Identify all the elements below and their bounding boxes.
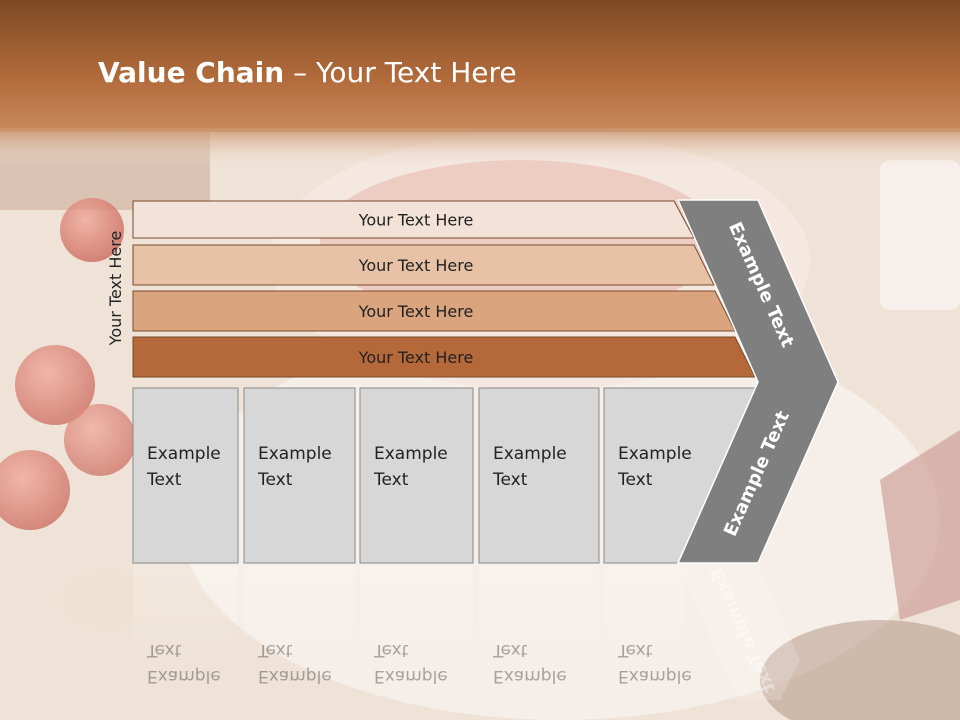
column-reflection-line2-5: Text	[617, 640, 653, 660]
band-label-1: Your Text Here	[358, 211, 474, 230]
title-bold: Value Chain	[98, 56, 285, 89]
title-rest: – Your Text Here	[284, 56, 517, 89]
column-reflection-line2-1: Text	[146, 640, 182, 660]
column-label-line2-2: Text	[257, 470, 293, 490]
column-reflection-line1-4: Example	[493, 666, 567, 686]
side-label: Your Text Here	[106, 231, 125, 347]
column-reflection-line1-2: Example	[258, 666, 332, 686]
band-label-4: Your Text Here	[358, 348, 474, 367]
column-reflection-2	[244, 565, 355, 695]
chevron-reflection	[678, 565, 800, 700]
column-3	[359, 387, 474, 564]
column-label-line1-2: Example	[258, 444, 332, 464]
column-2	[243, 387, 356, 564]
column-reflection-5	[604, 565, 684, 695]
page-title: Value Chain – Your Text Here	[98, 56, 517, 89]
column-1	[132, 387, 239, 564]
column-label-line1-5: Example	[618, 444, 692, 464]
band-label-3: Your Text Here	[358, 302, 474, 321]
column-reflection-1	[133, 565, 238, 695]
column-reflection-line1-3: Example	[374, 666, 448, 686]
column-reflection-3	[360, 565, 473, 695]
column-label-line2-3: Text	[373, 470, 409, 490]
column-4	[478, 387, 600, 564]
band-label-2: Your Text Here	[358, 256, 474, 275]
column-label-line1-1: Example	[147, 444, 221, 464]
column-label-line2-5: Text	[617, 470, 653, 490]
column-reflection-line2-2: Text	[257, 640, 293, 660]
column-reflection-4	[479, 565, 599, 695]
column-reflection-line2-4: Text	[492, 640, 528, 660]
column-label-line1-3: Example	[374, 444, 448, 464]
column-label-line2-1: Text	[146, 470, 182, 490]
column-label-line1-4: Example	[493, 444, 567, 464]
column-reflection-line2-3: Text	[373, 640, 409, 660]
column-label-line2-4: Text	[492, 470, 528, 490]
column-reflection-line1-1: Example	[147, 666, 221, 686]
column-reflection-line1-5: Example	[618, 666, 692, 686]
chevron-arrow	[676, 199, 839, 564]
band-2	[132, 244, 715, 286]
